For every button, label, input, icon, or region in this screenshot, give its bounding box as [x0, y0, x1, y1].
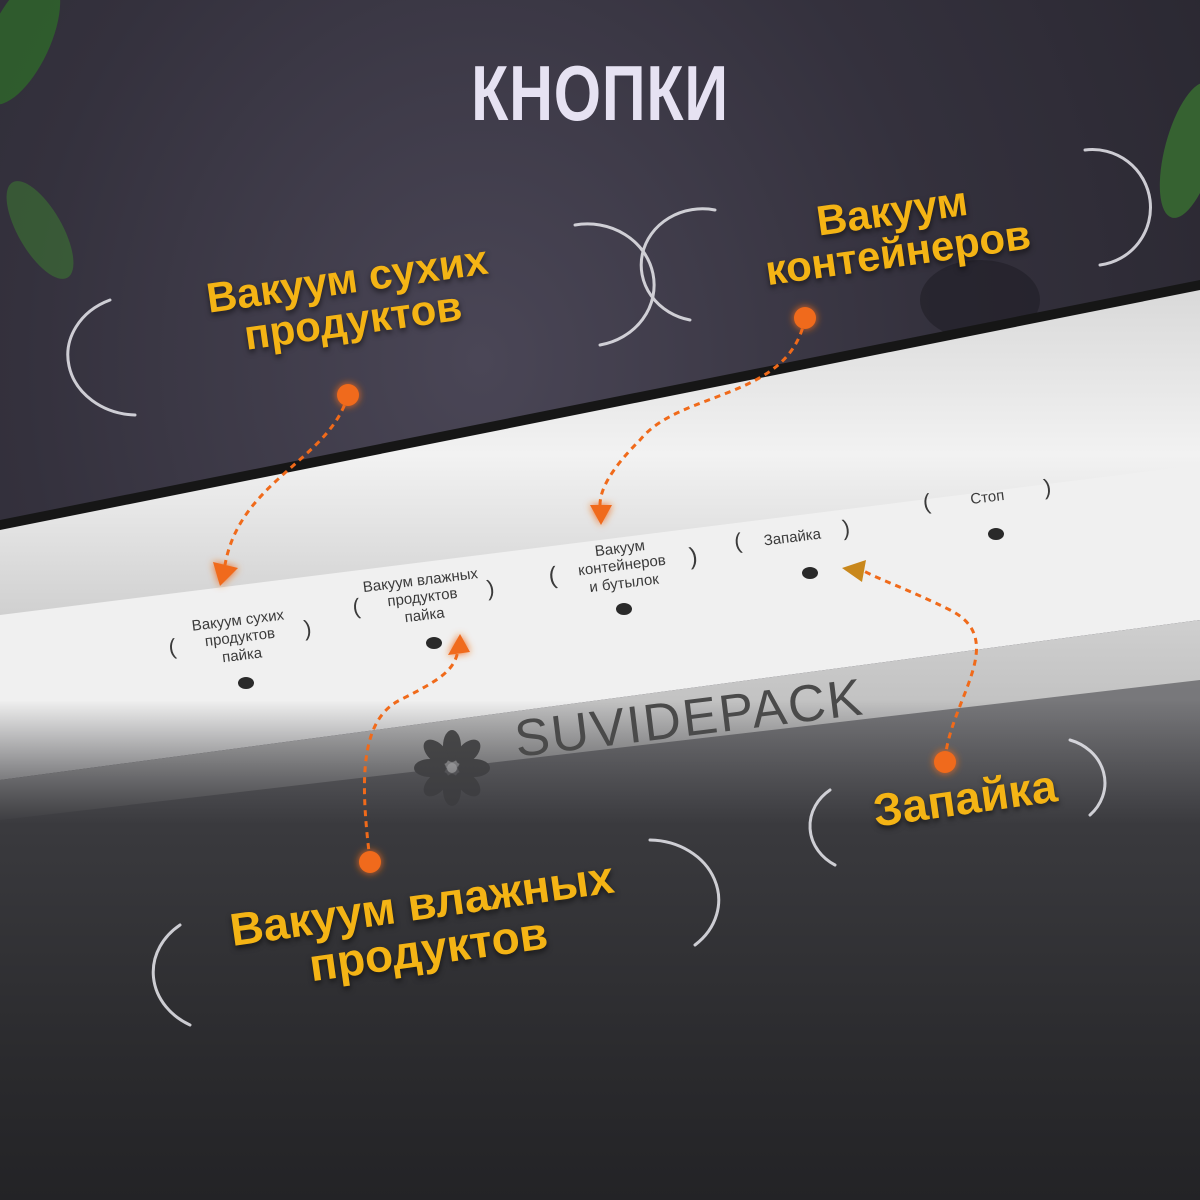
button-containers-dot — [616, 603, 632, 615]
bracket-left-wet — [151, 923, 192, 1027]
button-dry-dot — [238, 677, 254, 689]
leaf-icon — [1159, 82, 1200, 218]
arrowhead-wet-icon — [448, 634, 470, 655]
bracket-right-seal — [1068, 738, 1107, 817]
button-seal-dot — [802, 567, 818, 579]
arrow-path-seal — [861, 568, 978, 761]
arrow-path-dry — [223, 394, 350, 566]
leaf-icon — [0, 0, 61, 105]
bracket-right-dry — [573, 222, 656, 347]
arrow-origin-dot-containers — [794, 307, 816, 329]
bracket-left-containers — [639, 207, 717, 322]
bracket-left-seal — [808, 788, 837, 867]
bracket-left-dry — [66, 298, 137, 417]
page-title: КНОПКИ — [471, 49, 729, 137]
arrowhead-seal-icon — [842, 560, 866, 582]
bottom-shadow — [0, 700, 1200, 1200]
arrowhead-containers-icon — [590, 505, 612, 525]
bracket-right-wet — [648, 838, 721, 947]
arrowhead-dry-icon — [213, 562, 238, 586]
leaf-icon — [6, 181, 74, 279]
arrow-origin-dot-wet — [359, 851, 381, 873]
button-stop-dot — [988, 528, 1004, 540]
arrow-origin-dot-seal — [934, 751, 956, 773]
arrow-path-containers — [598, 317, 807, 506]
bracket-right-containers — [1083, 148, 1152, 267]
button-wet-dot — [426, 637, 442, 649]
arrow-origin-dot-dry — [337, 384, 359, 406]
arrow-path-wet — [362, 649, 460, 861]
